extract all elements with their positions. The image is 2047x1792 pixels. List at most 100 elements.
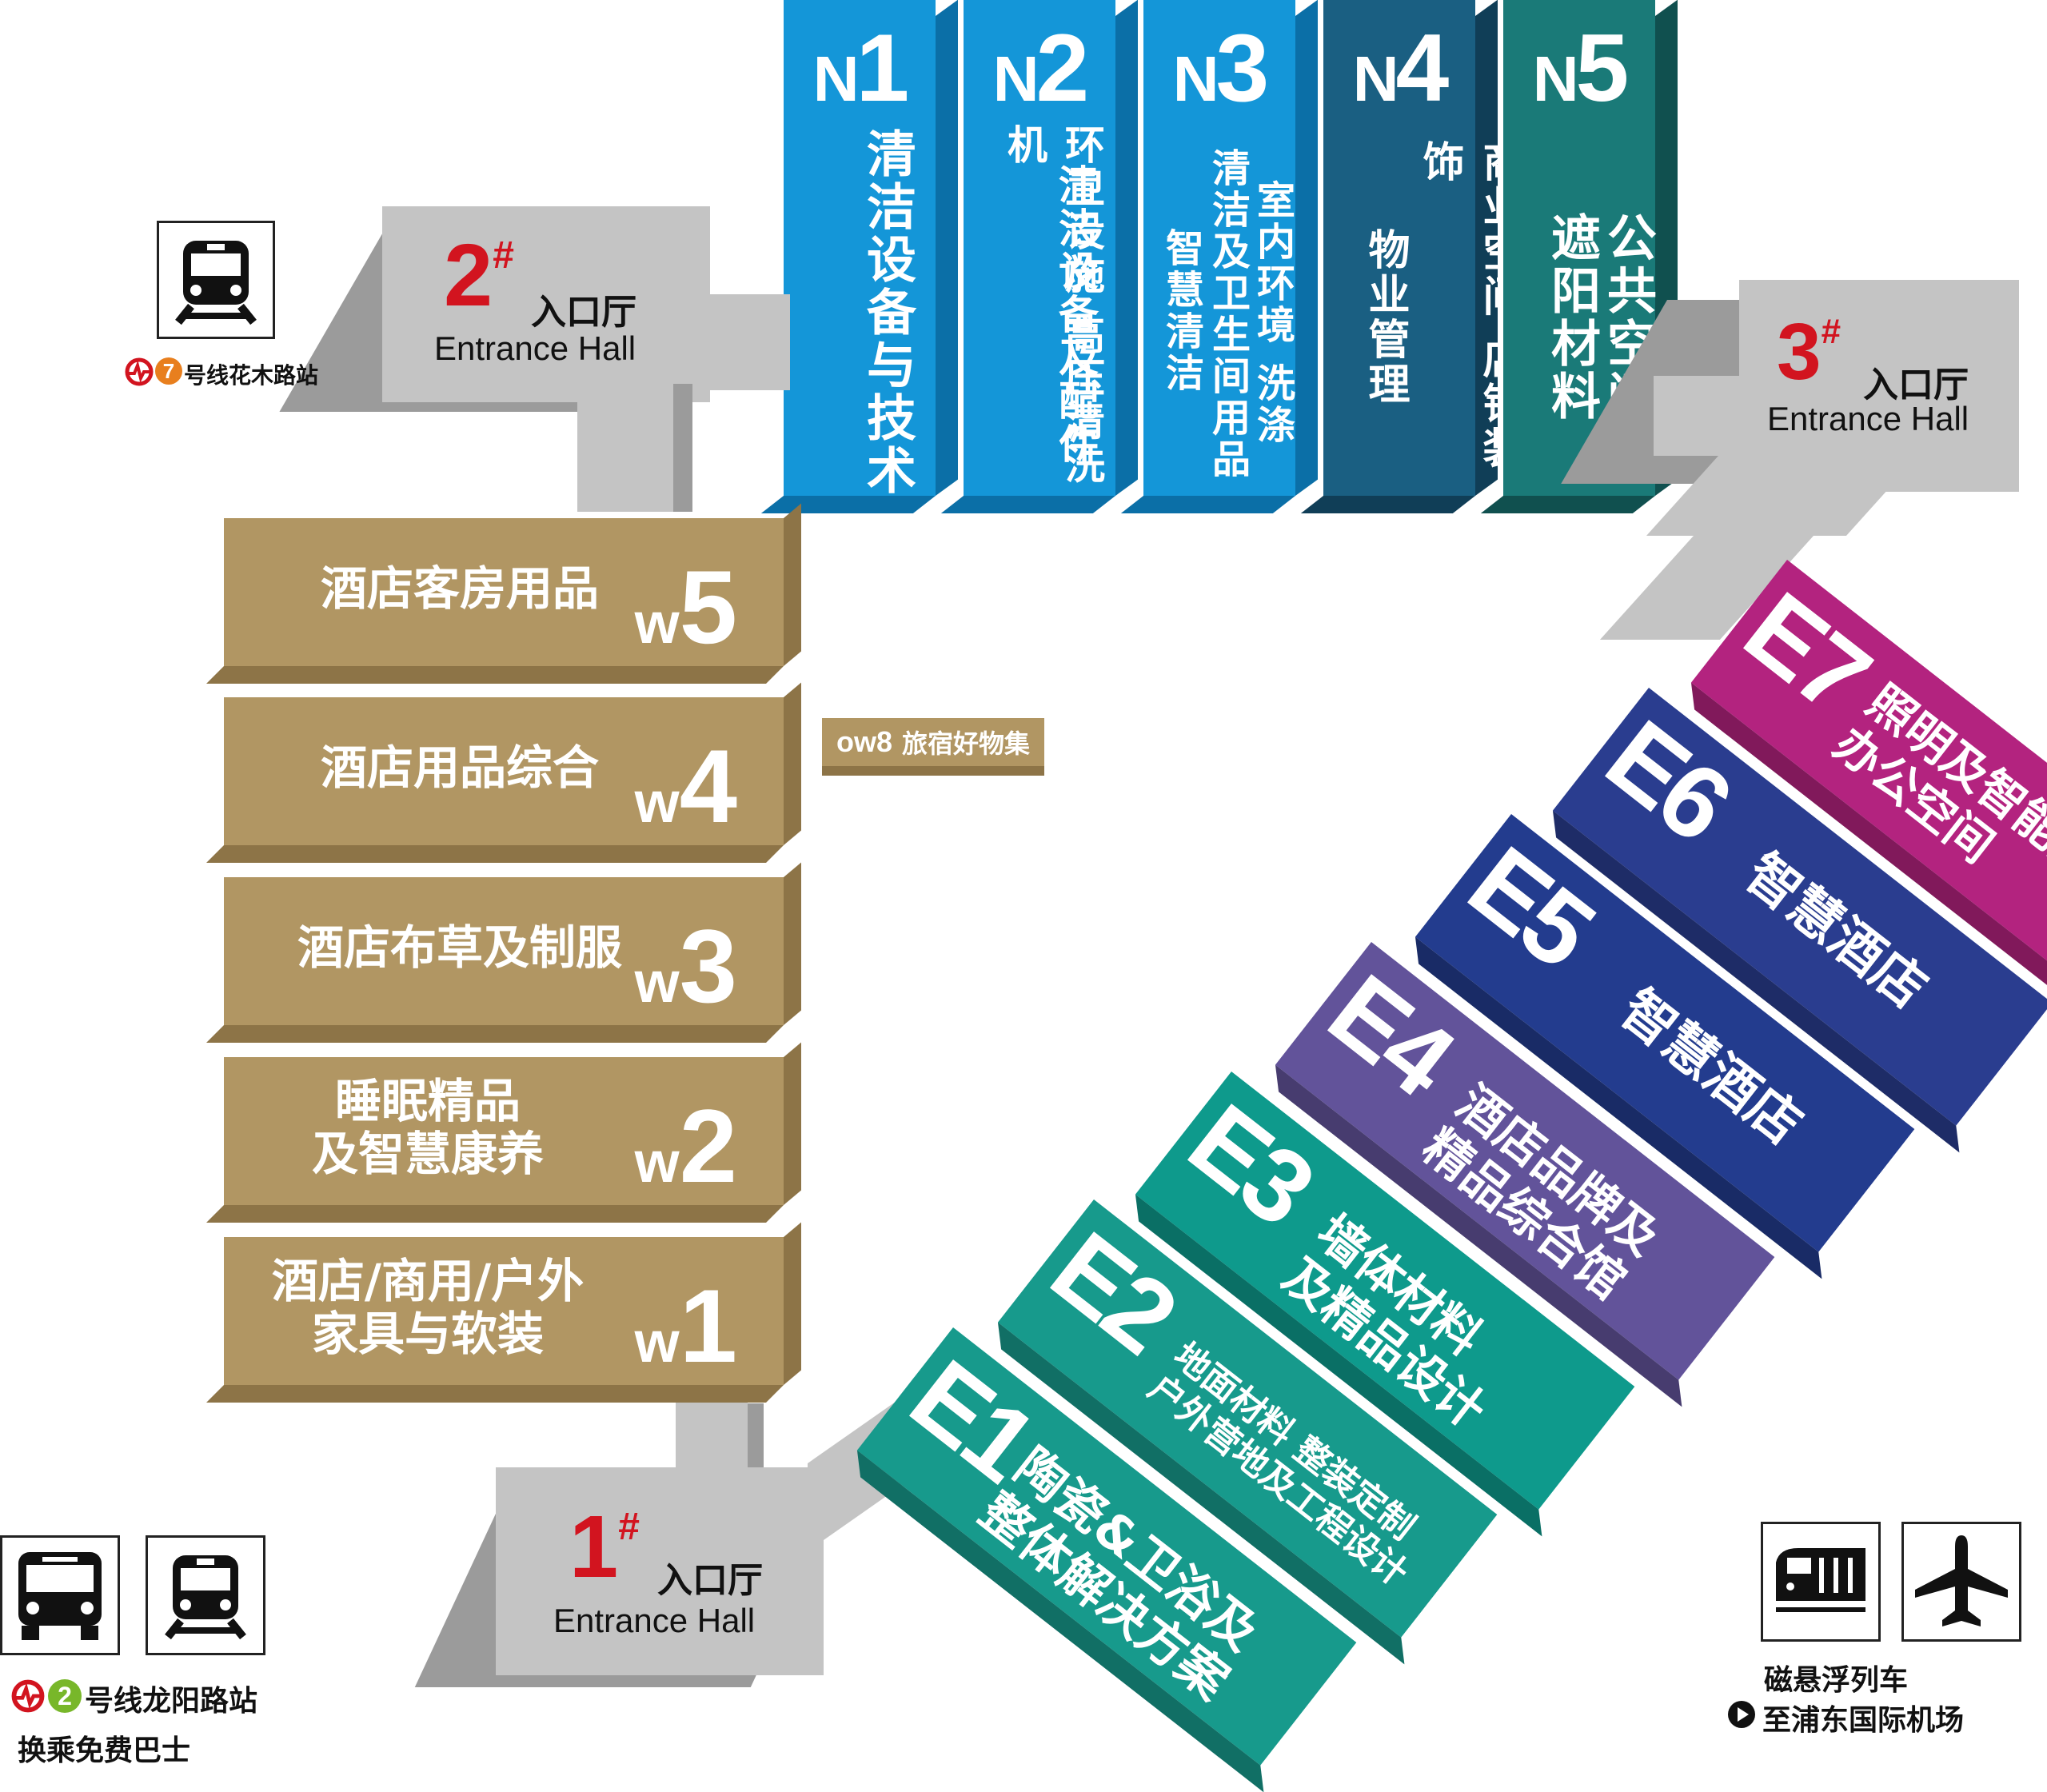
hall-side (784, 503, 801, 666)
hall-code: N3 (1172, 14, 1270, 122)
hall-code: w2 (634, 1088, 737, 1204)
entrance-1-block (496, 1467, 824, 1675)
hall-bottom (206, 666, 784, 684)
hall-label-line: 清洁设备与技术 (858, 128, 916, 497)
entrance-2-block (382, 206, 710, 402)
airplane-icon (1901, 1522, 2021, 1642)
hall-code: N2 (992, 14, 1090, 122)
hall-n3[interactable]: N3 室内环境 洗涤清洁及卫生间用品智慧清洁 (1120, 0, 1318, 513)
hall-bottom (206, 1385, 784, 1403)
entrance-2-zh: 入口厅 (531, 292, 636, 333)
hall-label-line: 清洁及卫生间用品 (1205, 148, 1250, 481)
entrance-3-number: 3# (1777, 307, 1842, 397)
hall-face (224, 1057, 784, 1205)
hall-side (936, 0, 958, 497)
hall-code: N4 (1352, 14, 1450, 122)
hall-label-line: 酒店布草及制服 (297, 920, 622, 975)
ow8-shade (822, 766, 1044, 776)
shanghai-metro-logo-icon (125, 357, 154, 386)
ow8-block (822, 718, 1044, 766)
hall-side (1115, 0, 1138, 497)
hall-code: w4 (634, 728, 737, 844)
hall-code: N5 (1532, 14, 1630, 122)
maglev-icon (1761, 1522, 1881, 1642)
ow8-label: 旅宿好物集 (902, 728, 1031, 759)
entrance-2-en: Entrance Hall (434, 329, 636, 367)
hall-face (964, 0, 1115, 496)
hall-face (1323, 0, 1475, 496)
hall-code: w3 (634, 908, 737, 1024)
entrance-3-en: Entrance Hall (1767, 400, 1969, 437)
shanghai-metro-logo-icon (11, 1679, 45, 1713)
hall-label-line: 酒店客房用品 (320, 561, 599, 616)
hall-label-line: 遮阳材料 (1542, 212, 1601, 423)
arrow-right-icon (1728, 1701, 1755, 1728)
entrance-1-stem (676, 1395, 748, 1475)
hall-face (784, 0, 936, 496)
bus-transfer-label: 换乘免费巴士 (18, 1734, 191, 1767)
hall-label-line: 家具与软装 (311, 1307, 544, 1361)
entrance-1-stem-shade (748, 1403, 764, 1475)
entrance-3-connector (1654, 376, 1758, 456)
hall-label-line: 睡眠精品 (334, 1074, 521, 1128)
hall-label-line: 酒店/商用/户外 (271, 1254, 585, 1308)
hall-n1[interactable]: N1 清洁设备与技术 (760, 0, 958, 513)
entrance-2-connector (670, 294, 790, 390)
entrance-2-number: 2# (444, 226, 514, 325)
hall-label-line: 清洁设备及配件 (1052, 164, 1099, 466)
entrance-2-stem (577, 384, 673, 512)
hall-code: w1 (634, 1267, 737, 1384)
hall-w4[interactable]: w4 酒店用品综合 (206, 682, 801, 863)
hall-side (784, 682, 801, 845)
hall-label: 酒店用品综合 (272, 741, 648, 794)
hall-face (224, 518, 784, 666)
hall-w5[interactable]: w5 酒店客房用品 (206, 503, 801, 684)
ow8-text: ow8 旅宿好物集 (822, 718, 1044, 766)
hall-side (784, 1222, 801, 1385)
hall-label-line: 酒店用品综合 (320, 740, 599, 795)
hall-label-line: 环卫设施 高压清洗机 (1001, 124, 1105, 487)
hall-bottom (1480, 496, 1655, 513)
hall-label: 酒店客房用品 (272, 562, 648, 615)
hall-bottom (760, 496, 936, 513)
hall-bottom (206, 1205, 784, 1223)
maglev-label: 磁悬浮列车 (1764, 1664, 1909, 1697)
entrance-2-stem-shade (673, 384, 692, 512)
hall-label: 酒店/商用/户外家具与软装 (248, 1255, 608, 1360)
hall-code: N1 (812, 14, 910, 122)
metro-icon (146, 1535, 265, 1655)
ow8-code: ow8 (836, 725, 892, 758)
hall-label-line: 智慧清洁 (1159, 228, 1203, 394)
line2-label: 号线龙阳路站 (85, 1685, 258, 1718)
hall-face (224, 697, 784, 845)
bus-icon (0, 1535, 120, 1655)
hall-bottom (1120, 496, 1295, 513)
hall-side (784, 1042, 801, 1205)
hall-code: w5 (634, 549, 737, 665)
hall-label-line: 及智慧康养 (311, 1127, 544, 1181)
hall-face (1143, 0, 1295, 496)
hall-bottom (206, 845, 784, 863)
hall-n2[interactable]: N2 清洁设备及配件环卫设施 高压清洗机 (940, 0, 1138, 513)
line2-badge: 2 (48, 1679, 82, 1713)
airport-label: 至浦东国际机场 (1762, 1704, 1965, 1737)
line7-badge: 7 (155, 357, 182, 385)
hall-label-line: 室内环境 洗涤 (1250, 180, 1295, 446)
entrance-3-zh: 入口厅 (1863, 365, 1969, 405)
hall-label: 睡眠精品及智慧康养 (248, 1075, 608, 1180)
line7-label: 号线花木路站 (184, 362, 319, 389)
entrance-1-en: Entrance Hall (553, 1602, 756, 1639)
hall-label: 酒店布草及制服 (272, 921, 648, 974)
metro-icon (157, 221, 275, 339)
entrance-1-number: 1# (569, 1498, 640, 1596)
hall-face (224, 1237, 784, 1385)
hall-label-line: 物业管理 (1361, 228, 1409, 407)
hall-side (784, 862, 801, 1025)
hall-face (224, 877, 784, 1025)
entrance-1-zh: 入口厅 (657, 1560, 763, 1601)
hall-bottom (206, 1025, 784, 1043)
